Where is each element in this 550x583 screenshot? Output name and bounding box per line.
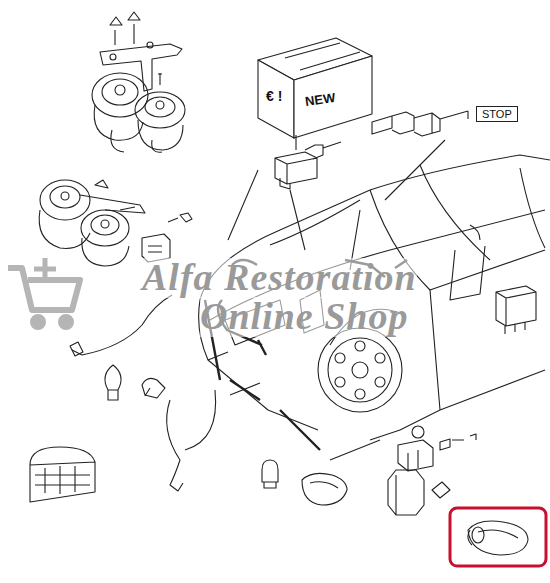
- relay: [496, 286, 536, 334]
- side-lamp: [30, 447, 95, 502]
- part-label: STOP: [482, 108, 512, 120]
- label-box: STOP: [476, 106, 518, 122]
- brake-switch: [228, 135, 341, 250]
- price-mark: € !: [266, 88, 282, 104]
- horn-pair: [92, 12, 185, 152]
- horn-pair: [39, 180, 192, 266]
- carton: [258, 38, 372, 138]
- lamp-socket: [330, 426, 476, 498]
- highlight-frame: [450, 508, 546, 566]
- bulb: [105, 365, 165, 400]
- watermark-logo: [8, 258, 80, 327]
- side-repeater: [468, 521, 528, 555]
- watermark: Alfa Restoration: [142, 258, 417, 298]
- watermark: Online Shop: [200, 297, 408, 337]
- side-repeater: [302, 470, 424, 515]
- bulb: [262, 460, 278, 488]
